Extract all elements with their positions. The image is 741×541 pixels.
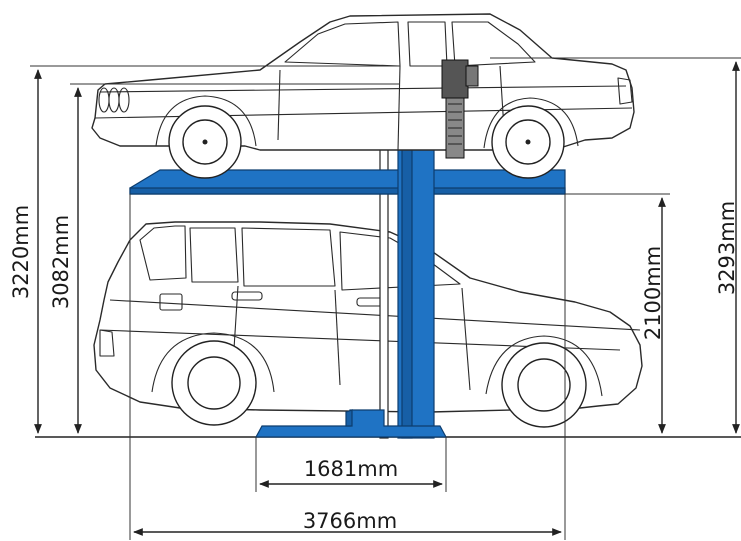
dim-3082: 3082mm	[49, 83, 400, 434]
dim-2100: 2100mm	[565, 193, 670, 434]
dim-label-3220: 3220mm	[9, 205, 33, 299]
dim-label-3766: 3766mm	[303, 509, 397, 533]
dim-label-3293: 3293mm	[715, 201, 739, 295]
upper-sedan	[91, 13, 635, 179]
dim-label-3082: 3082mm	[49, 215, 73, 309]
dim-label-1681: 1681mm	[304, 457, 398, 481]
dim-label-2100: 2100mm	[641, 246, 665, 340]
lower-suv	[93, 221, 643, 428]
dim-3293: 3293mm	[490, 57, 741, 434]
dim-3766: 3766mm	[129, 194, 566, 540]
dim-1681: 1681mm	[255, 437, 447, 492]
dim-3220: 3220mm	[9, 65, 400, 434]
hydraulic-unit	[441, 59, 479, 159]
